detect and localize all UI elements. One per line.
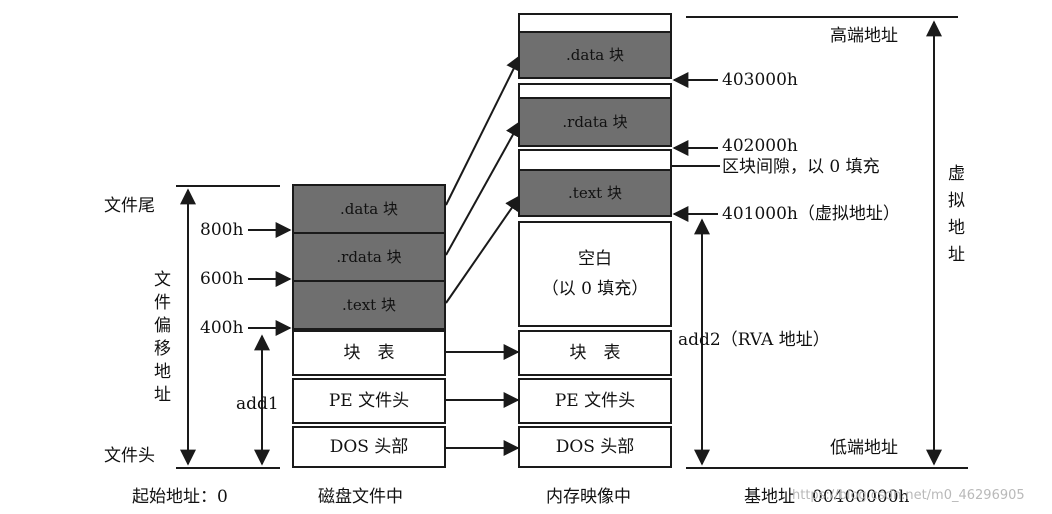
low-address-label: 低端地址: [830, 438, 898, 458]
disk-section-table: 块 表: [292, 330, 446, 376]
memory-blank-area: 空白 （以 0 填充）: [518, 221, 672, 327]
gap-note-label: 区块间隙，以 0 填充: [722, 157, 880, 177]
disk-data-section: .data 块: [292, 184, 446, 234]
virtual-axis-label: 虚拟地址: [944, 164, 964, 272]
high-address-label: 高端地址: [830, 26, 898, 46]
file-head-label: 文件头: [104, 446, 155, 466]
memory-dos-header: DOS 头部: [518, 426, 672, 468]
memory-data-section: .data 块: [518, 31, 672, 79]
start-address-label: 起始地址：0: [132, 487, 228, 507]
add1-label: add1: [236, 394, 279, 414]
addr-403000-label: 403000h: [722, 70, 798, 90]
add2-label: add2（RVA 地址）: [678, 330, 830, 350]
base-address-label: 基地址 00400000h: [744, 487, 910, 507]
watermark: https://blog.csdn.net/m0_46296905: [792, 488, 1025, 503]
disk-rdata-section: .rdata 块: [292, 232, 446, 282]
disk-pe-header: PE 文件头: [292, 378, 446, 424]
offset-axis-label: 文件偏移地址: [150, 270, 170, 408]
data-map-arrow: [445, 54, 521, 206]
addr-401000-label: 401000h（虚拟地址）: [722, 204, 900, 224]
memory-caption: 内存映像中: [546, 487, 631, 507]
text-map-arrow: [445, 194, 521, 304]
disk-caption: 磁盘文件中: [318, 487, 403, 507]
offset-400-label: 400h: [200, 318, 244, 338]
memory-top-padding: [518, 13, 672, 33]
disk-text-section: .text 块: [292, 280, 446, 330]
addr-402000-label: 402000h: [722, 136, 798, 156]
memory-pe-header: PE 文件头: [518, 378, 672, 424]
memory-text-section: .text 块: [518, 169, 672, 217]
rdata-map-arrow: [445, 120, 521, 256]
memory-rdata-section: .rdata 块: [518, 97, 672, 147]
offset-600-label: 600h: [200, 269, 244, 289]
disk-dos-header: DOS 头部: [292, 426, 446, 468]
offset-800-label: 800h: [200, 220, 244, 240]
memory-rdata-padding: [518, 149, 672, 171]
memory-section-table: 块 表: [518, 330, 672, 376]
file-tail-label: 文件尾: [104, 196, 155, 216]
